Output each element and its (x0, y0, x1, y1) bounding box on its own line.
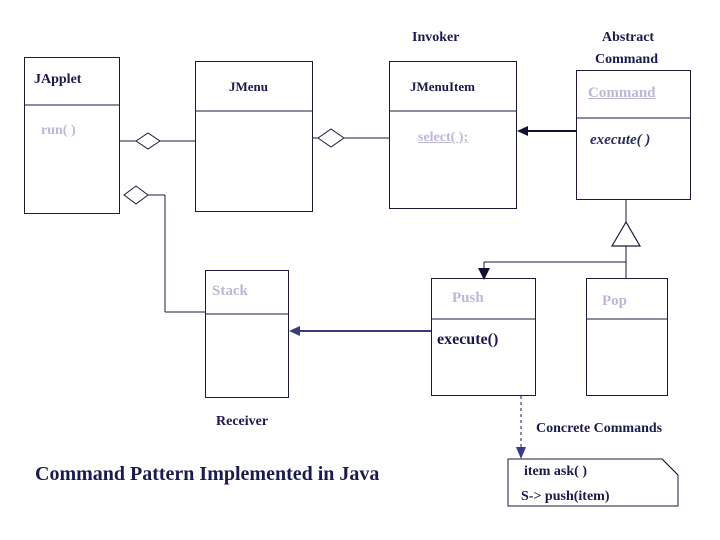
class-box-pop (586, 278, 668, 396)
class-box-stack (205, 270, 289, 398)
class-name-jmenu: JMenu (229, 79, 268, 94)
class-box-jmenuitem (389, 61, 517, 209)
label-receiver: Receiver (216, 414, 269, 429)
class-member-jmenuitem-select: select( ); (418, 130, 469, 145)
class-name-stack: Stack (212, 283, 248, 299)
class-member-push-execute: execute() (437, 331, 499, 348)
class-name-jmenuitem: JMenuItem (410, 79, 475, 94)
note-line-2: S-> push(item) (521, 489, 610, 504)
note-line-1: item ask( ) (524, 464, 587, 479)
label-abstract-command-line2: Command (595, 52, 659, 67)
label-invoker: Invoker (412, 30, 460, 45)
class-name-push: Push (452, 290, 484, 306)
label-abstract-command-line1: Abstract (602, 30, 655, 45)
class-box-command (576, 70, 691, 200)
class-name-command: Command (588, 85, 656, 101)
class-box-japplet (24, 57, 120, 214)
class-box-jmenu (195, 61, 313, 212)
class-member-command-execute: execute( ) (590, 132, 651, 148)
class-member-japplet-run: run( ) (41, 123, 76, 138)
caption-title: Command Pattern Implemented in Java (35, 463, 380, 485)
class-name-japplet: JApplet (34, 72, 82, 87)
class-name-pop: Pop (602, 293, 628, 309)
label-concrete-commands: Concrete Commands (536, 421, 663, 436)
